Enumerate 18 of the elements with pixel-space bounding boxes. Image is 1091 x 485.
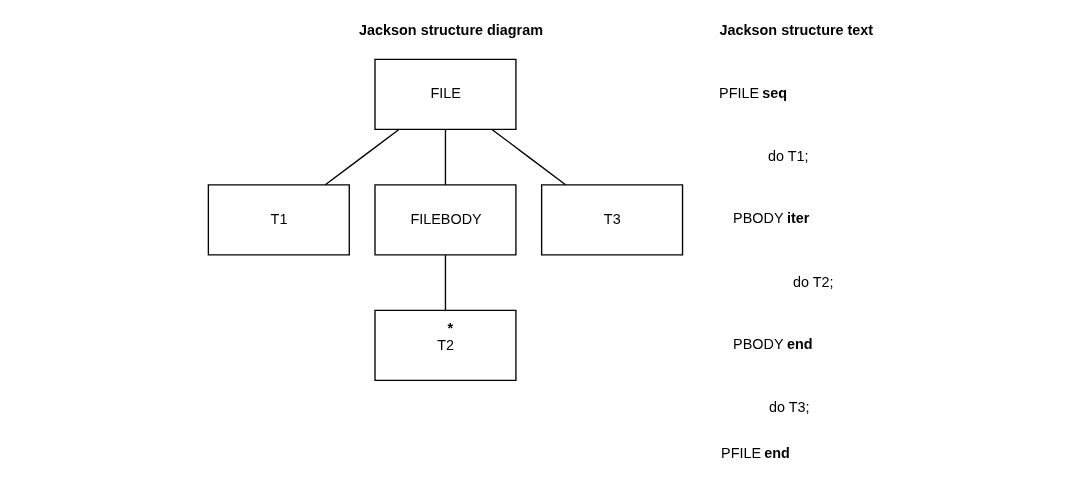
label: do T3; (768, 398, 810, 415)
label: do T2; (792, 273, 834, 290)
label: do T1; (767, 147, 809, 164)
label: Jackson structure text (719, 21, 873, 38)
label: PFILE end (720, 444, 790, 461)
label: PBODY iter (732, 209, 809, 226)
node-box: FILEBODY (373, 183, 517, 255)
node-box: * T2 (373, 309, 517, 381)
label: Jackson structure diagram (358, 21, 543, 38)
connector (324, 128, 399, 185)
node-box: T1 (207, 183, 350, 255)
label: PFILE seq (718, 84, 787, 101)
node-box: T3 (540, 183, 683, 255)
node-box: FILE (373, 58, 517, 130)
connector (444, 254, 446, 311)
connector (491, 128, 566, 185)
connector (444, 128, 446, 185)
label: PBODY end (732, 335, 813, 352)
